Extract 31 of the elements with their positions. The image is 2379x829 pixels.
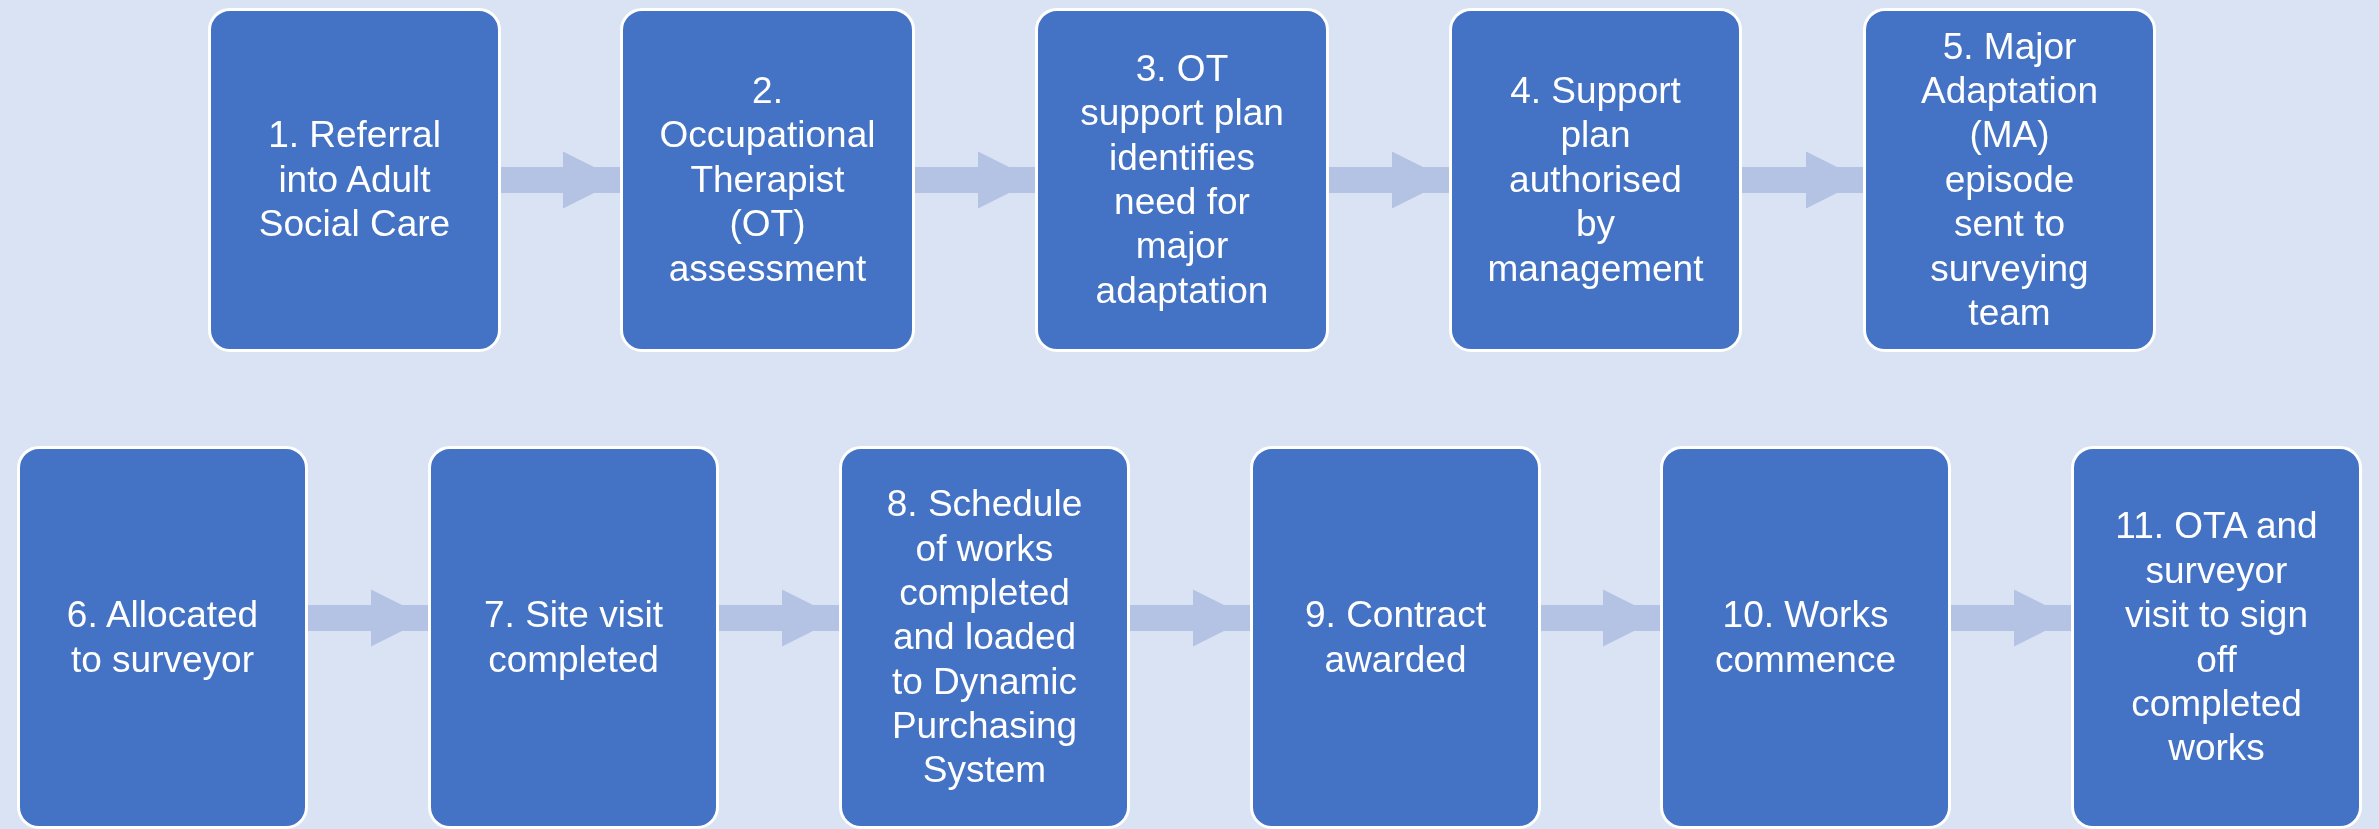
block-arrow xyxy=(915,151,1035,209)
process-box xyxy=(208,8,501,352)
step-text: 2. Occupational Therapist (OT) assessment xyxy=(659,69,876,291)
process-box xyxy=(428,446,719,829)
process-box xyxy=(839,446,1130,829)
step-text: 10. Works commence xyxy=(1714,593,1897,682)
step-text: 8. Schedule of works completed and loaded to Dynamic Purchasing System xyxy=(885,482,1084,793)
process-box xyxy=(1863,8,2156,352)
step-text: 6. Allocated to surveyor xyxy=(65,593,260,682)
block-arrow xyxy=(308,589,428,647)
step-text: 11. OTA and surveyor visit to sign off completed works xyxy=(2114,504,2319,771)
block-arrow xyxy=(1130,589,1250,647)
step-text: 9. Contract awarded xyxy=(1304,593,1487,682)
step-text: 5. Major Adaptation (MA) episode sent to surveying team xyxy=(1920,24,2099,335)
block-arrow xyxy=(1329,151,1449,209)
block-arrow xyxy=(501,151,620,209)
process-box xyxy=(620,8,915,352)
block-arrow xyxy=(1742,151,1863,209)
process-box xyxy=(1250,446,1541,829)
block-arrow xyxy=(1951,589,2071,647)
block-arrow xyxy=(719,589,839,647)
process-box xyxy=(1035,8,1329,352)
block-arrow xyxy=(1541,589,1660,647)
step-text: 7. Site visit completed xyxy=(483,593,664,682)
step-text: 4. Support plan authorised by management xyxy=(1487,69,1704,291)
process-box xyxy=(2071,446,2362,829)
process-box xyxy=(1449,8,1742,352)
process-box xyxy=(17,446,308,829)
step-text: 1. Referral into Adult Social Care xyxy=(257,113,452,247)
process-box xyxy=(1660,446,1951,829)
step-text: 3. OT support plan identifies need for major adaptation xyxy=(1079,46,1285,313)
